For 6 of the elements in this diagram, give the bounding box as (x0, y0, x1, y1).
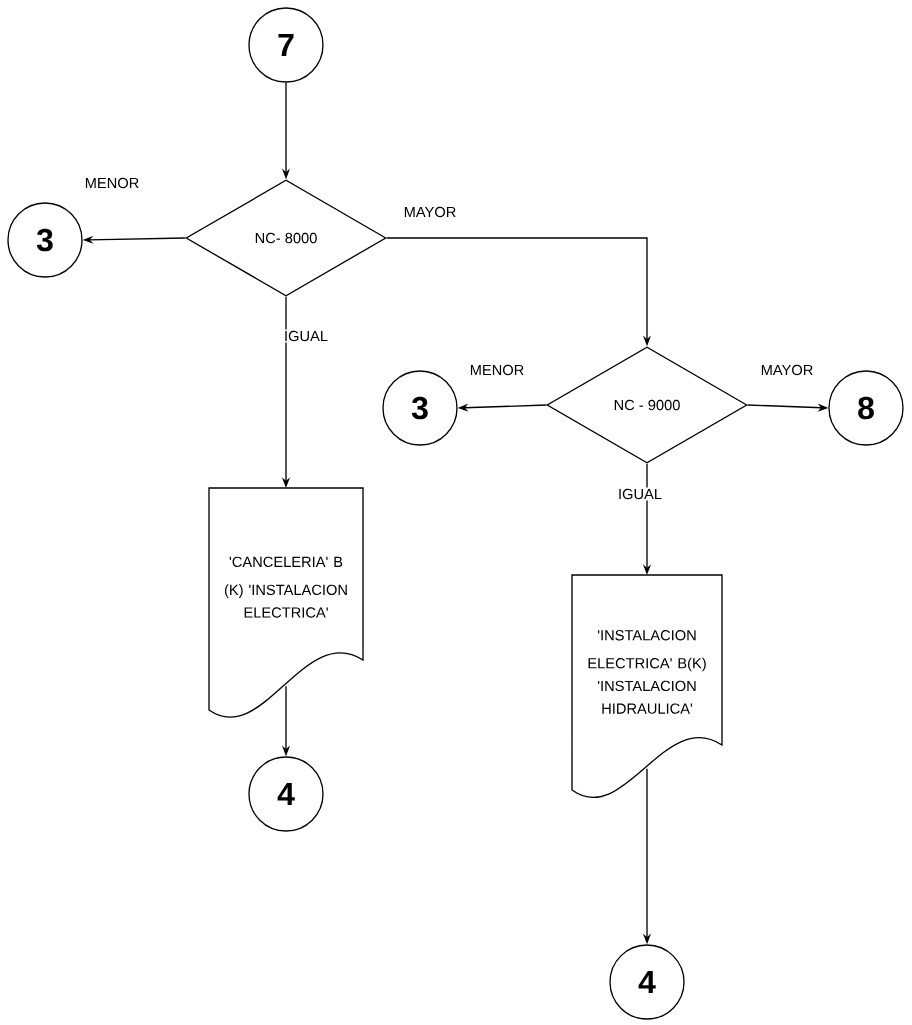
edge-label: IGUAL (282, 329, 330, 343)
edge-label: IGUAL (616, 487, 664, 501)
edge-label: MENOR (83, 176, 141, 190)
edge-label: MAYOR (759, 363, 815, 377)
edge-label: MENOR (468, 363, 526, 377)
edge-label: MAYOR (402, 205, 458, 219)
